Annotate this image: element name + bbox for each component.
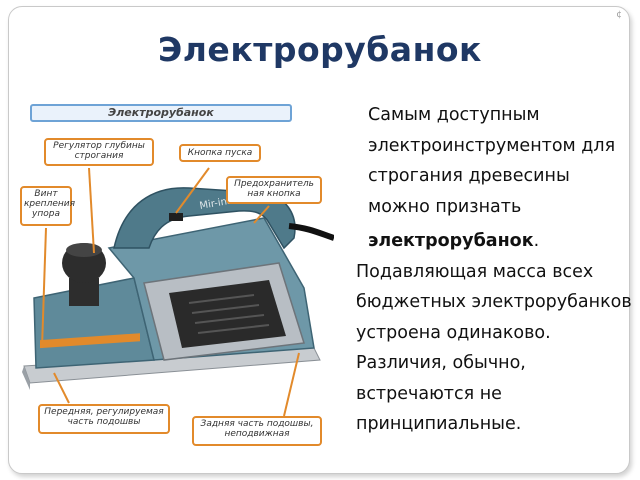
slide-title: Электрорубанок: [158, 30, 482, 69]
description-text: Самым доступным электроинструментом для …: [356, 100, 632, 440]
slide-frame: [8, 6, 630, 474]
planer-figure: Электрорубанок Mir-instrumenta.ru Регуля…: [14, 98, 334, 448]
callout-start-button: Кнопка пуска: [179, 144, 261, 162]
callout-depth-regulator: Регулятор глубины строгания: [44, 138, 154, 166]
bold-term-suffix: .: [533, 231, 540, 251]
knob-top: [66, 243, 102, 257]
vent-slots: [188, 294, 270, 334]
sole-edge: [22, 366, 30, 390]
callout-front-sole: Передняя, регулируемая часть подошвы: [38, 404, 170, 434]
figure-main-label: Электрорубанок: [30, 104, 292, 122]
bold-term: электрорубанок: [368, 231, 534, 251]
planer-illustration: [22, 167, 334, 417]
paragraph-details: Подавляющая масса всех бюджетных электро…: [356, 261, 632, 435]
corner-mark: ¢: [616, 10, 622, 20]
callout-stop-screw: Винт крепления упора: [20, 186, 75, 226]
start-button-shape: [169, 213, 183, 221]
callout-safety-button: Предохранитель ная кнопка: [226, 176, 322, 204]
vent-panel: [169, 280, 286, 348]
power-cord: [288, 223, 334, 241]
callout-rear-sole: Задняя часть подошвы, неподвижная: [192, 416, 322, 446]
paragraph-term: электрорубанок.: [356, 226, 632, 257]
paragraph-intro: Самым доступным электроинструментом для …: [368, 105, 616, 217]
orange-stripe: [40, 333, 140, 349]
callout-lines: [41, 167, 300, 417]
